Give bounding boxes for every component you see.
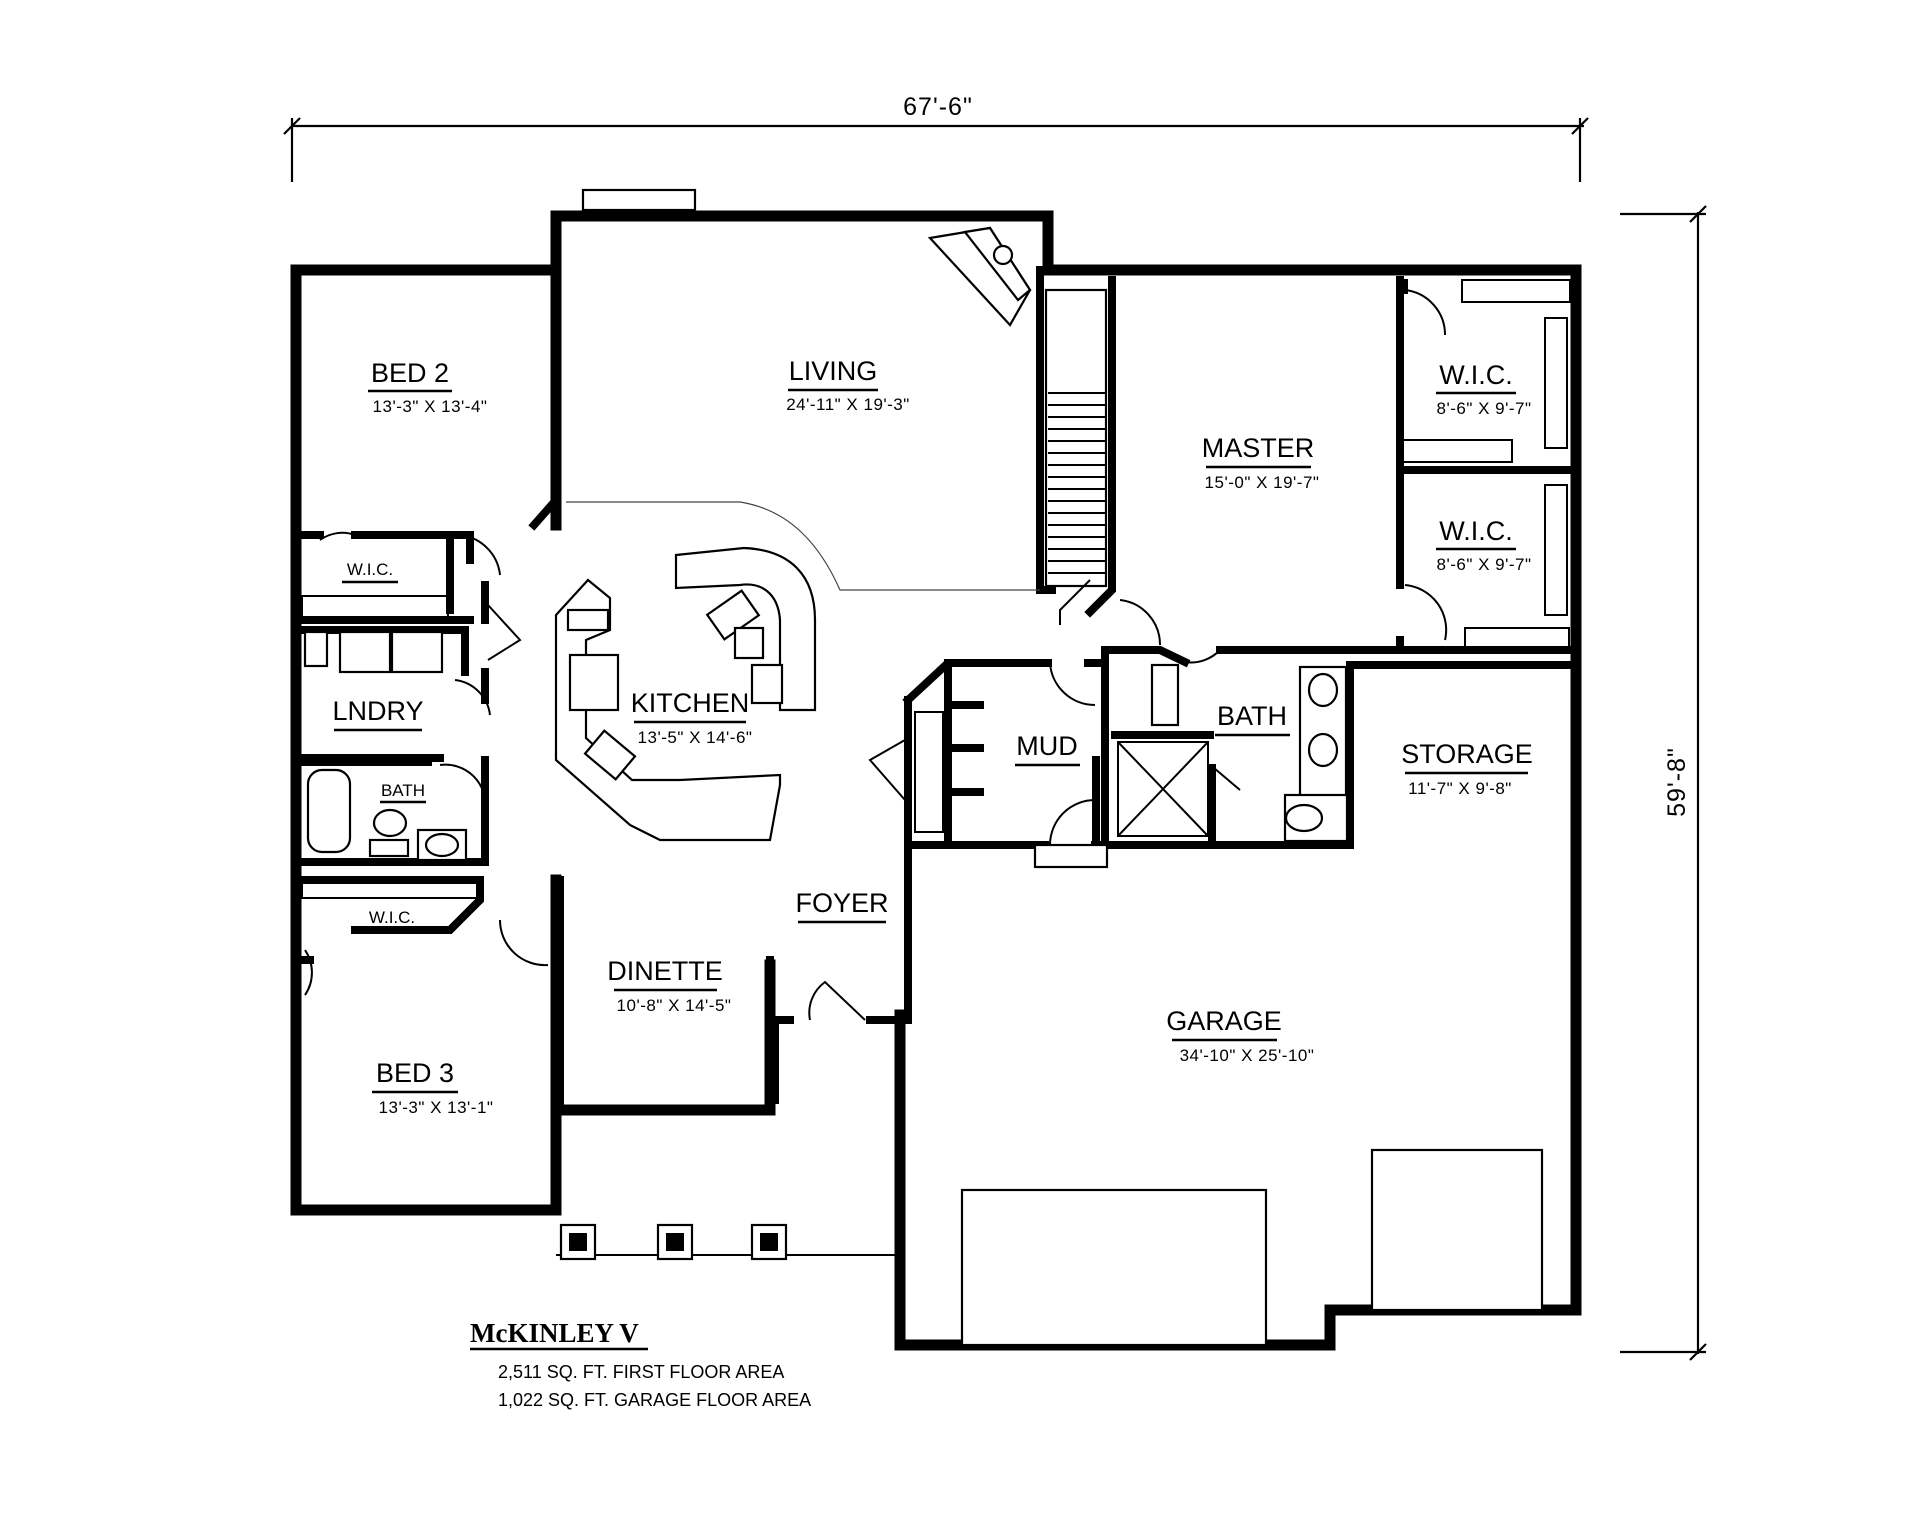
storage-label: STORAGE <box>1401 739 1533 769</box>
bed3-label: BED 3 <box>376 1058 454 1088</box>
room-master: MASTER 15'-0" X 19'-7" <box>1202 433 1320 492</box>
room-garage: GARAGE 34'-10" X 25'-10" <box>1166 1006 1314 1065</box>
living-size: 24'-11" X 19'-3" <box>786 395 910 414</box>
hall-bath-label: BATH <box>381 781 425 800</box>
room-wic-a: W.I.C. 8'-6" X 9'-7" <box>1436 360 1532 418</box>
first-floor-area: 2,511 SQ. FT. FIRST FLOOR AREA <box>498 1362 784 1382</box>
kitchen-label: KITCHEN <box>631 688 750 718</box>
storage-size: 11'-7" X 9'-8" <box>1408 779 1512 798</box>
dinette-label: DINETTE <box>607 956 723 986</box>
room-laundry: LNDRY <box>332 696 424 732</box>
depth-dimension: 59'-8" <box>1620 205 1707 1361</box>
room-wic-bed3: W.I.C. <box>364 908 420 932</box>
room-master-bath: BATH <box>1215 701 1290 737</box>
wic-bed3-label: W.I.C. <box>369 908 415 927</box>
porch-column-1 <box>559 1223 597 1261</box>
plan-title: McKINLEY V <box>470 1318 639 1348</box>
garage-doors <box>960 1148 1544 1347</box>
room-dinette: DINETTE 10'-8" X 14'-5" <box>607 956 731 1015</box>
master-bath-fixtures <box>1117 663 1349 843</box>
bed2-size: 13'-3" X 13'-4" <box>373 397 488 416</box>
foyer-label: FOYER <box>795 888 888 918</box>
porch-column-2 <box>656 1223 694 1261</box>
master-wic-shelves <box>1401 279 1571 649</box>
stairs <box>1044 288 1108 588</box>
living-label: LIVING <box>789 356 878 386</box>
floor-transition-line <box>566 501 1040 591</box>
master-size: 15'-0" X 19'-7" <box>1205 473 1320 492</box>
wic-a-label: W.I.C. <box>1439 360 1513 390</box>
room-foyer: FOYER <box>795 888 889 924</box>
garage-floor-area: 1,022 SQ. FT. GARAGE FLOOR AREA <box>498 1390 811 1410</box>
width-dimension: 67'-6" <box>283 93 1589 182</box>
bed2-label: BED 2 <box>371 358 449 388</box>
plan-title-block: McKINLEY V 2,511 SQ. FT. FIRST FLOOR ARE… <box>470 1318 811 1410</box>
interior-walls <box>296 266 1580 1114</box>
laundry-label: LNDRY <box>332 696 423 726</box>
garage-size: 34'-10" X 25'-10" <box>1180 1046 1315 1065</box>
room-kitchen: KITCHEN 13'-5" X 14'-6" <box>631 688 753 747</box>
mud-label: MUD <box>1016 731 1078 761</box>
bed3-size: 13'-3" X 13'-1" <box>379 1098 494 1117</box>
bed2-wic-shelf <box>301 595 449 619</box>
doors <box>304 289 1448 1021</box>
master-label: MASTER <box>1202 433 1315 463</box>
room-wic-b: W.I.C. 8'-6" X 9'-7" <box>1436 516 1532 574</box>
porch <box>556 1223 895 1261</box>
wic-b-label: W.I.C. <box>1439 516 1513 546</box>
kitchen-island <box>674 546 817 712</box>
hall-bath-fixtures <box>306 768 468 862</box>
room-mud: MUD <box>1015 731 1080 767</box>
room-bed2: BED 2 13'-3" X 13'-4" <box>368 358 487 416</box>
room-wic-bed2: W.I.C. <box>342 560 398 584</box>
windows <box>295 188 1577 1260</box>
laundry-fixtures <box>303 630 444 674</box>
master-bath-label: BATH <box>1217 701 1287 731</box>
wic-b-size: 8'-6" X 9'-7" <box>1437 555 1532 574</box>
room-bed3: BED 3 13'-3" X 13'-1" <box>372 1058 493 1117</box>
dinette-size: 10'-8" X 14'-5" <box>617 996 732 1015</box>
wic-bed2-label: W.I.C. <box>347 560 393 579</box>
room-hall-bath: BATH <box>380 781 426 804</box>
bed3-wic-shelf <box>301 881 479 899</box>
porch-column-3 <box>750 1223 788 1261</box>
kitchen-size: 13'-5" X 14'-6" <box>638 728 753 747</box>
kitchen-counter <box>554 578 782 842</box>
fireplace <box>927 226 1032 327</box>
mud-cubbies <box>914 701 984 833</box>
width-label: 67'-6" <box>903 93 973 121</box>
room-living: LIVING 24'-11" X 19'-3" <box>786 356 910 414</box>
garage-label: GARAGE <box>1166 1006 1282 1036</box>
wic-a-size: 8'-6" X 9'-7" <box>1437 399 1532 418</box>
room-storage: STORAGE 11'-7" X 9'-8" <box>1401 739 1533 798</box>
depth-label: 59'-8" <box>1663 747 1691 817</box>
